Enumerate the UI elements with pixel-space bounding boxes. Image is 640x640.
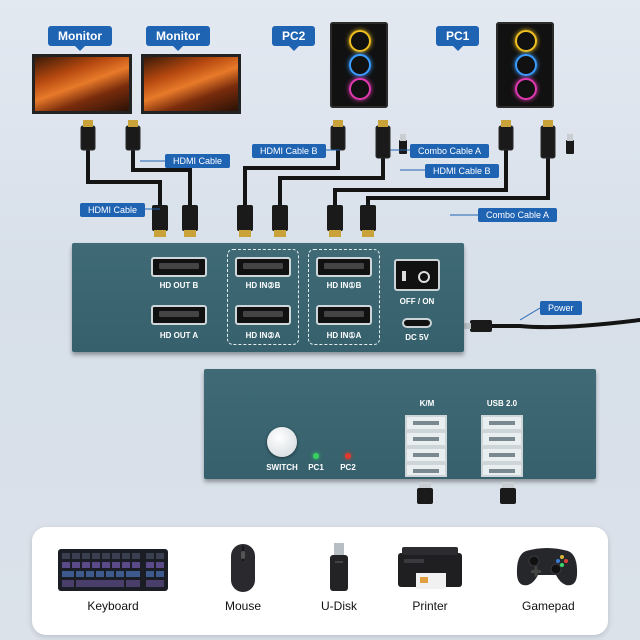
device-label-printer: Printer — [412, 599, 448, 613]
device-label-gamepad: Gamepad — [522, 599, 575, 613]
devices-panel: Keyboard Mouse U-Disk Printer Gamepad — [32, 527, 608, 635]
pc1-led-label: PC1 — [308, 463, 324, 472]
hd-out-a-port — [151, 305, 207, 325]
pc2-input-group — [227, 249, 299, 345]
monitor-1 — [32, 54, 132, 114]
dc-power-label: DC 5V — [405, 333, 429, 342]
pc2-led-label: PC2 — [340, 463, 356, 472]
km-usb-port-top — [405, 415, 447, 431]
usb-plugs — [417, 482, 516, 504]
km-label: K/M — [419, 399, 435, 408]
pc1-tag: PC1 — [436, 26, 480, 51]
hd-in-2b-label: HD IN②B — [245, 281, 281, 290]
cable-diagram — [80, 120, 640, 332]
usb-disk-icon — [330, 543, 348, 591]
pc2-led — [345, 453, 351, 459]
power-label: Power — [540, 301, 582, 315]
power-switch-label: OFF / ON — [399, 297, 435, 306]
pc1-tower — [496, 22, 554, 108]
pc1-input-group — [308, 249, 380, 345]
hd-in-1b-label: HD IN①B — [326, 281, 362, 290]
mouse-icon — [231, 544, 255, 592]
kvm-front-panel: SWITCH PC1 PC2 K/M USB 2.0 — [204, 369, 596, 479]
usb2-label: USB 2.0 — [486, 399, 518, 408]
monitor-tag-1: Monitor — [48, 26, 112, 51]
combo-cable-a-label-1: Combo Cable A — [410, 144, 490, 158]
gamepad-icon — [516, 548, 578, 586]
hd-in-2b-port — [235, 257, 291, 277]
switch-label: SWITCH — [266, 463, 298, 472]
km-usb-port-3 — [405, 447, 447, 463]
monitor-tag-2: Monitor — [146, 26, 210, 51]
switch-button[interactable] — [267, 427, 297, 457]
monitor-2 — [141, 54, 241, 114]
hdmi-cable-label-2: HDMI Cable — [80, 203, 146, 217]
hd-in-1b-port — [316, 257, 372, 277]
device-label-mouse: Mouse — [224, 599, 262, 613]
device-label-u-disk: U-Disk — [321, 599, 357, 613]
dc-power-port — [402, 318, 432, 328]
hd-in-2a-port — [235, 305, 291, 325]
usb2-port-top — [481, 415, 523, 431]
usb2-port-4 — [481, 463, 523, 477]
hd-out-b-port — [151, 257, 207, 277]
hdmi-cable-label-1: HDMI Cable — [165, 154, 231, 168]
printer-icon — [398, 547, 462, 589]
hd-in-1a-port — [316, 305, 372, 325]
kvm-back-panel: HD OUT B HD OUT A HD IN②B HD IN②A HD IN①… — [72, 243, 464, 352]
hdmi-cable-b-label-1: HDMI Cable B — [252, 144, 326, 158]
km-usb-port-2 — [405, 431, 447, 447]
power-switch[interactable] — [394, 259, 440, 291]
pc1-led — [313, 453, 319, 459]
pc2-tag: PC2 — [272, 26, 316, 51]
km-usb-port-4 — [405, 463, 447, 477]
usb2-port-3 — [481, 447, 523, 463]
combo-cable-a-label-2: Combo Cable A — [478, 208, 558, 222]
device-label-keyboard: Keyboard — [87, 599, 139, 613]
hd-in-1a-label: HD IN①A — [326, 331, 362, 340]
usb2-port-2 — [481, 431, 523, 447]
keyboard-icon — [58, 549, 168, 591]
hd-out-b-label: HD OUT B — [159, 281, 199, 290]
hd-out-a-label: HD OUT A — [159, 331, 199, 340]
pc2-tower — [330, 22, 388, 108]
hd-in-2a-label: HD IN②A — [245, 331, 281, 340]
hdmi-cable-b-label-2: HDMI Cable B — [425, 164, 499, 178]
